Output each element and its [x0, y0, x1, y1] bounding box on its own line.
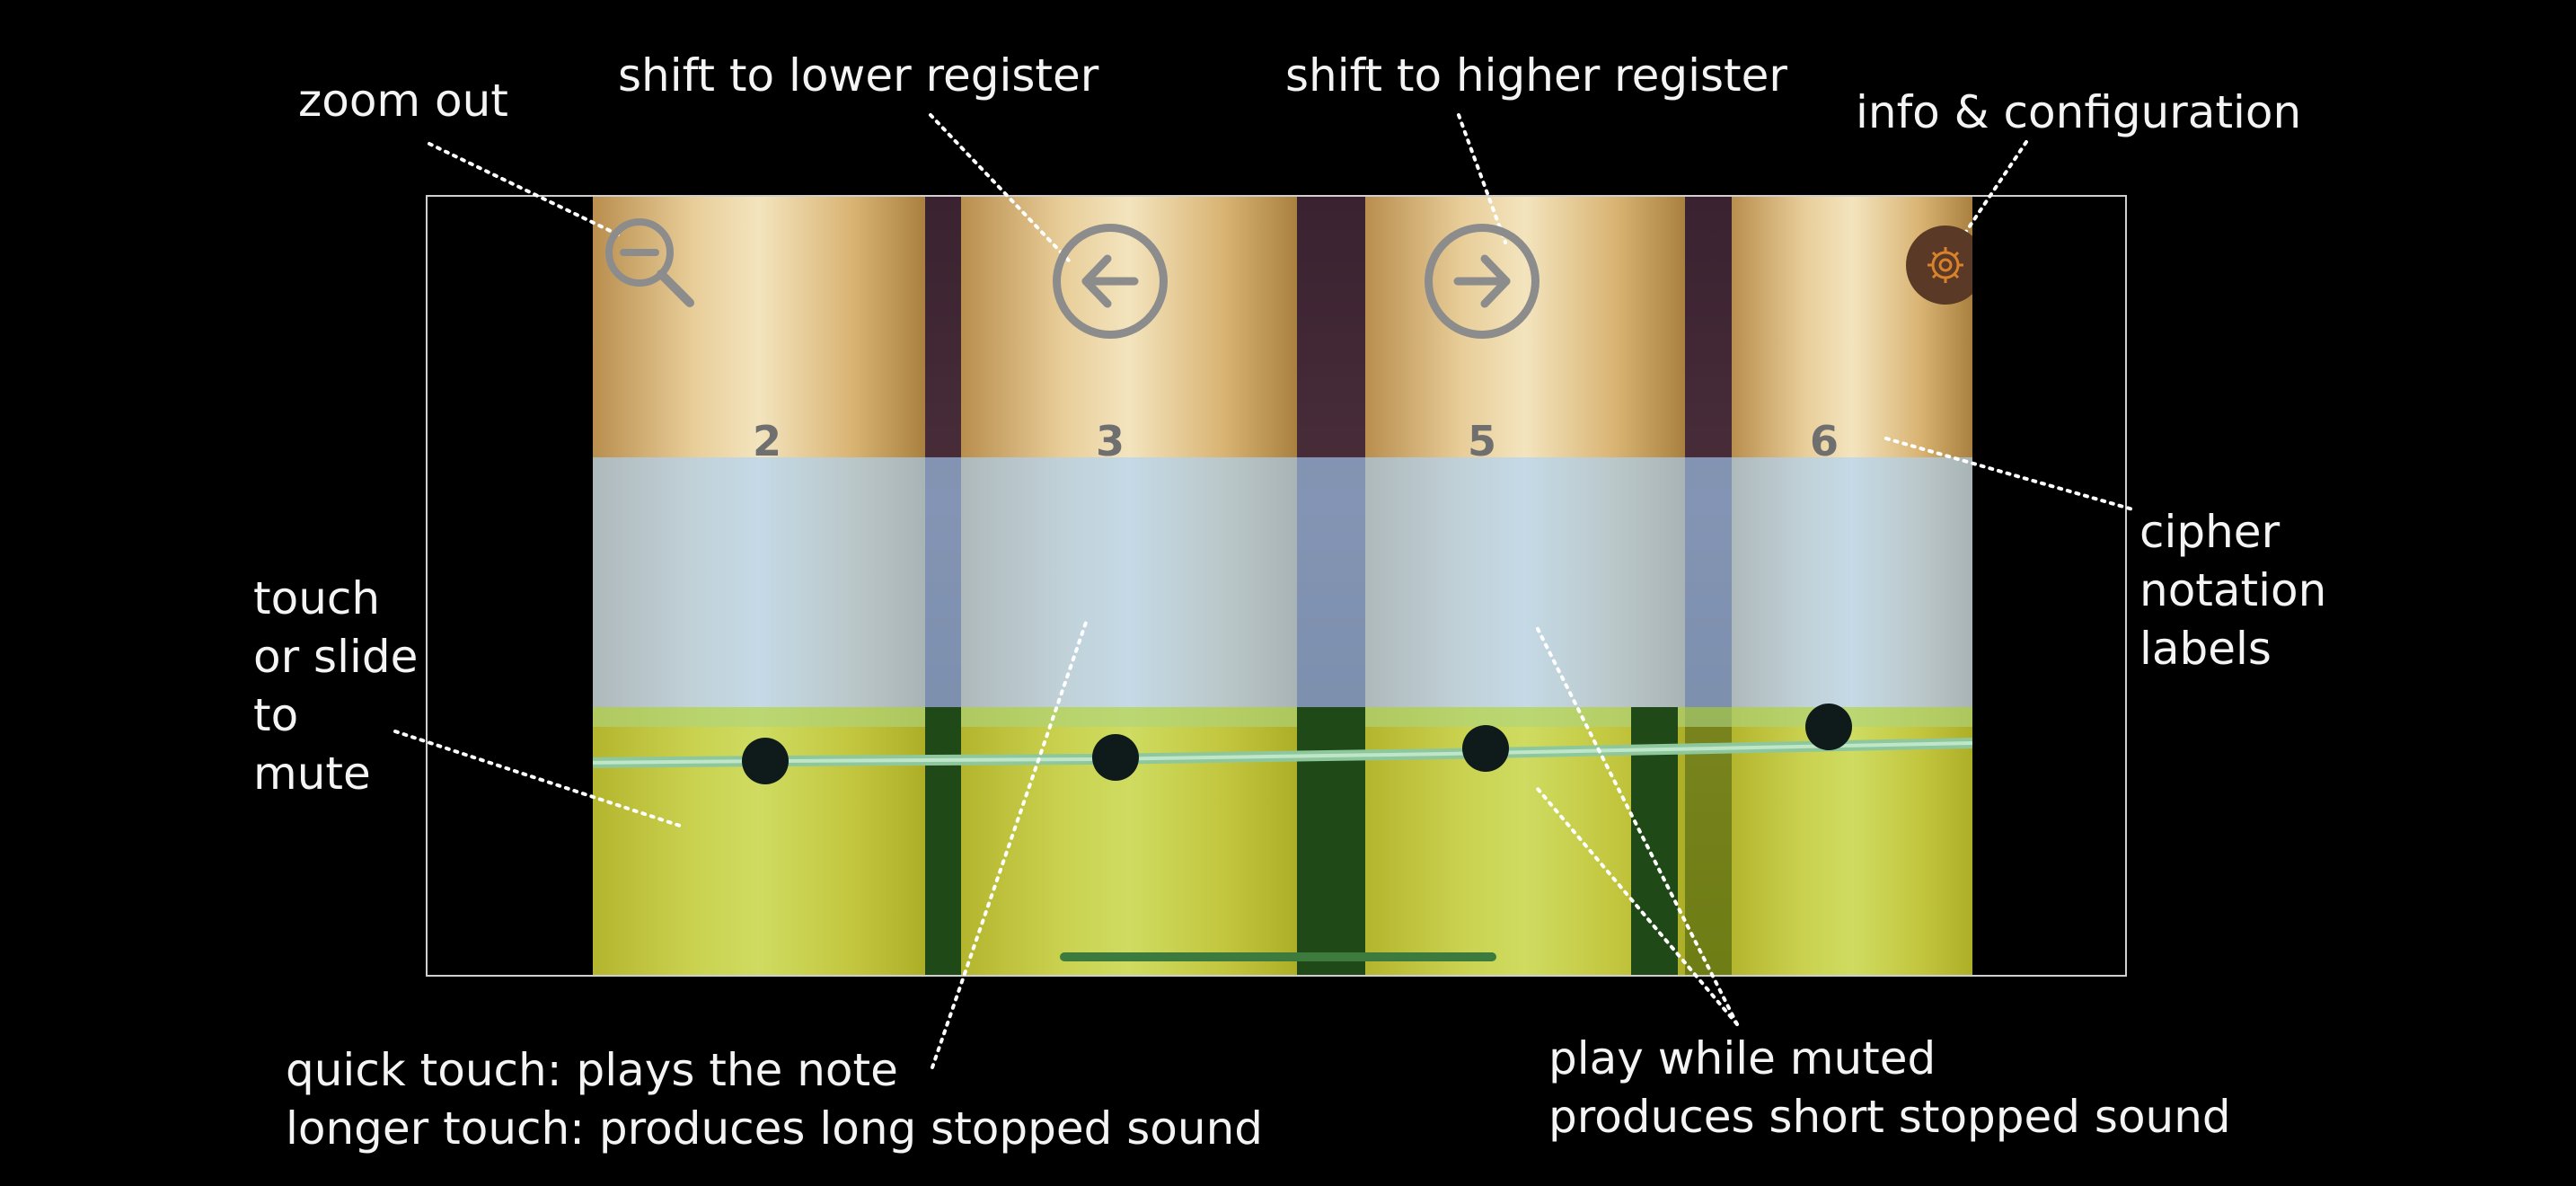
shift-lower-button[interactable] — [1053, 224, 1168, 339]
play-zone[interactable] — [593, 457, 1972, 727]
settings-button[interactable] — [1906, 226, 1972, 305]
device-frame — [426, 195, 2127, 977]
cipher-label: 2 — [753, 417, 782, 465]
cipher-annotation-line: labels — [2139, 623, 2272, 675]
mute-marker — [1092, 734, 1139, 781]
home-indicator[interactable] — [1060, 952, 1496, 961]
mute-annotation-line: to — [253, 689, 299, 741]
mute-annotation-line: touch — [253, 572, 381, 624]
info-config-annotation: info & configuration — [1856, 86, 2302, 138]
zoom-out-icon — [605, 218, 694, 307]
cipher-label: 3 — [1096, 417, 1125, 465]
play-muted-line: play while muted — [1548, 1032, 1936, 1084]
mute-rod — [593, 738, 1972, 768]
shift-higher-annotation: shift to higher register — [1285, 49, 1787, 102]
gear-icon — [1928, 247, 1963, 283]
mute-marker — [742, 738, 789, 784]
cipher-annotation-line: notation — [2139, 564, 2327, 616]
shift-higher-button[interactable] — [1425, 224, 1539, 339]
cipher-label: 6 — [1810, 417, 1839, 465]
zoom-out-annotation: zoom out — [298, 75, 508, 127]
shift-lower-annotation: shift to lower register — [618, 49, 1099, 102]
zoom-out-button[interactable] — [602, 215, 701, 314]
cipher-annotation-line: cipher — [2139, 506, 2280, 558]
arrow-left-icon — [1081, 254, 1139, 308]
play-muted-line: produces short stopped sound — [1548, 1091, 2231, 1143]
quick-touch-line: longer touch: produces long stopped soun… — [286, 1102, 1264, 1155]
mute-annotation-line: or slide — [253, 631, 419, 683]
cipher-label: 5 — [1468, 417, 1497, 465]
arrow-right-icon — [1453, 254, 1511, 308]
quick-touch-line: quick touch: plays the note — [286, 1044, 898, 1096]
mute-annotation-line: mute — [253, 748, 371, 800]
instrument-screen[interactable]: 2 3 5 6 — [593, 197, 1972, 975]
mute-marker — [1805, 704, 1852, 750]
mute-marker — [1462, 725, 1509, 772]
